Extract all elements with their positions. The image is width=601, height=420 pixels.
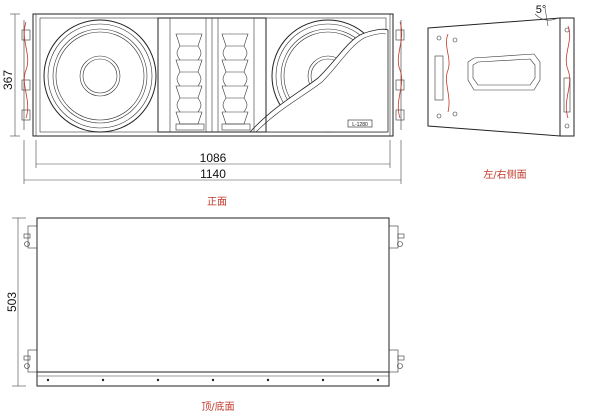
side-angle-label: 5° (536, 4, 547, 16)
front-view-caption: 正面 (207, 197, 227, 208)
logo-badge (347, 119, 373, 128)
waveguide-flare-panel (249, 28, 389, 133)
front-left-rigging-curve (23, 21, 29, 119)
logo-badge-text: L-1280 (352, 122, 368, 128)
side-view: 5° 左/右侧面 (427, 4, 575, 181)
side-view-caption: 左/右侧面 (483, 168, 526, 181)
front-right-rigging-curve (397, 21, 403, 119)
front-cabinet-outline (32, 13, 394, 137)
top-right-rigging (388, 225, 405, 373)
top-depth-label: 503 (5, 292, 19, 312)
front-overall-width-label: 1140 (200, 167, 226, 181)
front-view: L-1280 367 1086 1140 正面 (1, 13, 405, 208)
side-front-rail (563, 77, 571, 113)
left-woofer (43, 19, 157, 133)
side-rear-rigging-curve (446, 33, 450, 113)
side-front-rigging-curve (565, 25, 571, 119)
top-panel-outline (36, 217, 390, 373)
hf-waveguide (157, 17, 267, 133)
front-height-label: 367 (1, 70, 15, 90)
top-front-edge (36, 371, 390, 387)
side-handle-recess (467, 53, 541, 91)
top-view-caption: 顶/底面 (201, 400, 234, 413)
top-view: 503 顶/底面 (5, 217, 405, 413)
side-front-baffle (559, 17, 575, 137)
side-rear-rail (434, 55, 444, 101)
front-inner-width-label: 1086 (200, 151, 227, 165)
top-left-rigging (23, 225, 38, 373)
